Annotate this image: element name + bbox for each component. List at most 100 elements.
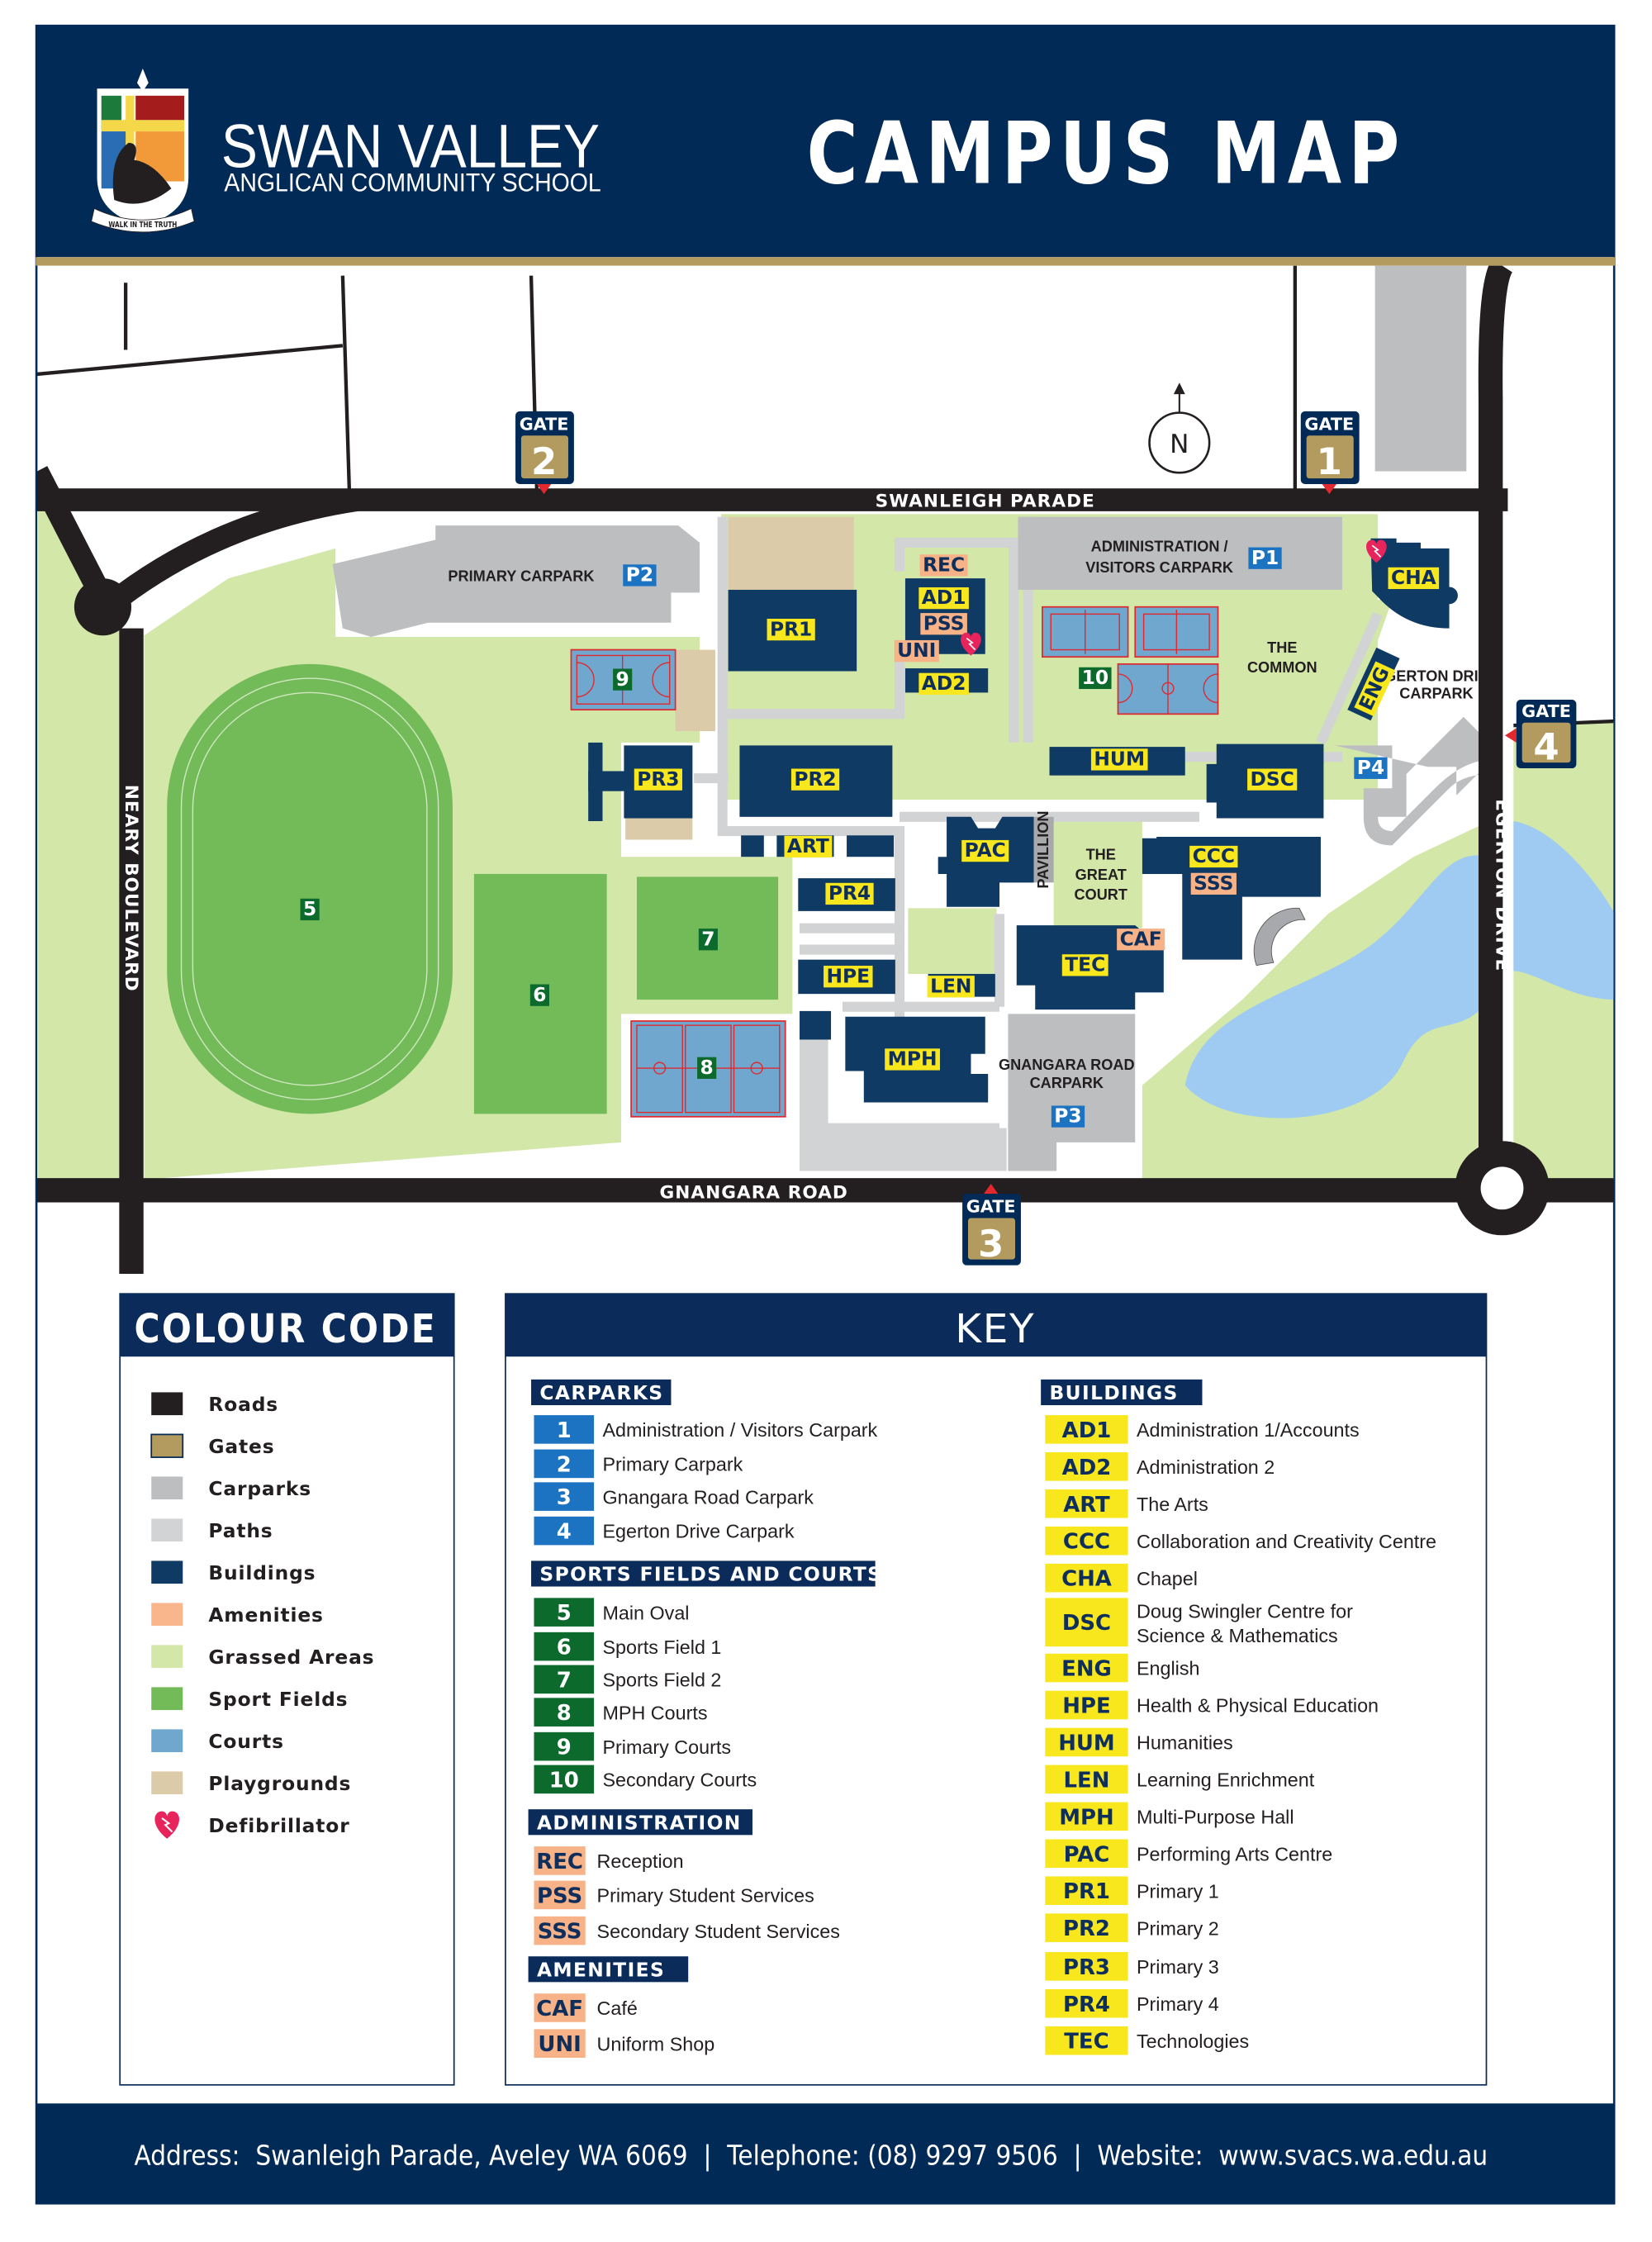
building-tag-len[interactable]: LEN (927, 974, 975, 998)
secondary-courts-10[interactable] (1042, 606, 1219, 715)
colour-code-item: Playgrounds (151, 1771, 350, 1795)
svg-text:7: 7 (701, 927, 714, 950)
key-code-badge (534, 1449, 595, 1479)
key-code-badge (1045, 1653, 1128, 1683)
key-code: SSS (538, 1920, 582, 1945)
svg-text:CAF: CAF (1120, 927, 1162, 950)
building-tag-pr3[interactable]: PR3 (634, 767, 682, 791)
building-tag-ccc[interactable]: CCC (1189, 844, 1238, 868)
svg-text:PR3: PR3 (637, 767, 679, 791)
field-tag-9[interactable]: 9 (613, 667, 633, 691)
gate-1-marker[interactable]: GATE 1 (1300, 411, 1360, 495)
colour-code-item: Courts (151, 1729, 283, 1753)
tag-background (927, 976, 975, 998)
key-code-badge (534, 1846, 586, 1875)
defibrillator-heart-icon (154, 1811, 180, 1839)
amenity-tag-sss[interactable]: SSS (1190, 872, 1237, 895)
svg-text:4: 4 (1533, 725, 1559, 769)
field-tag-10[interactable]: 10 (1079, 666, 1112, 690)
building-tag-tec[interactable]: TEC (1061, 952, 1108, 976)
svg-text:REC: REC (923, 553, 965, 576)
key-code-badge (1045, 1876, 1128, 1906)
key-section-heading: ADMINISTRATION (537, 1811, 742, 1834)
svg-text:HUM: HUM (1094, 748, 1145, 771)
key-code-badge (1045, 1563, 1128, 1593)
svg-text:1: 1 (1317, 439, 1342, 483)
tag-background (613, 668, 633, 691)
key-label: Health & Physical Education (1137, 1695, 1379, 1717)
tag-background (529, 984, 549, 1006)
building-tag-pr2[interactable]: PR2 (790, 767, 840, 791)
colour-code-label: Roads (208, 1393, 278, 1416)
colour-code-item: Defibrillator (154, 1811, 349, 1839)
key-title: KEY (955, 1306, 1035, 1352)
gnangara-carpark-label: GNANGARA ROAD (999, 1057, 1135, 1073)
field-tag-6[interactable]: 6 (529, 983, 549, 1006)
key-label: Administration 1/Accounts (1137, 1419, 1360, 1441)
building-tag-pac[interactable]: PAC (961, 838, 1009, 862)
key-code-badge (534, 1415, 595, 1444)
key-code-badge (1045, 1988, 1128, 2018)
road-label-gnangara-road: GNANGARA ROAD (660, 1182, 848, 1203)
amenity-tag-rec[interactable]: REC (919, 553, 968, 577)
key-code-badge (1045, 1452, 1128, 1481)
carparks (332, 265, 1500, 1171)
key-code-badge (1045, 1839, 1128, 1869)
building-tag-ad1[interactable]: AD1 (919, 586, 969, 610)
colour-swatch (151, 1645, 183, 1669)
key-code-badge (1045, 1415, 1128, 1444)
tag-background (623, 564, 657, 587)
building-tag-cha[interactable]: CHA (1388, 566, 1440, 590)
amenity-tag-caf[interactable]: CAF (1117, 927, 1165, 951)
carpark-tag-p1[interactable]: P1 (1248, 546, 1282, 569)
great-court-label: GREAT (1075, 867, 1127, 883)
carpark-tag-p2[interactable]: P2 (623, 563, 657, 587)
carpark-tag-p4[interactable]: P4 (1354, 756, 1388, 779)
tag-background (1061, 954, 1108, 976)
building-tag-mph[interactable]: MPH (885, 1047, 940, 1071)
key-label: Humanities (1137, 1732, 1233, 1754)
field-tag-5[interactable]: 5 (300, 897, 320, 921)
amenity-tag-uni[interactable]: UNI (894, 639, 939, 663)
crest-motto: WALK IN THE TRUTH (108, 221, 177, 230)
tag-background (1051, 1105, 1085, 1128)
key-label: Sports Field 1 (602, 1636, 721, 1658)
field-tag-7[interactable]: 7 (698, 927, 718, 951)
colour-code-item: Paths (151, 1518, 273, 1542)
colour-swatch (151, 1687, 183, 1711)
key-code: CHA (1061, 1567, 1112, 1592)
building-tag-ad2[interactable]: AD2 (919, 672, 969, 695)
building-tag-pr1[interactable]: PR1 (767, 617, 815, 641)
amenity-tag-pss[interactable]: PSS (920, 611, 967, 635)
field-tag-8[interactable]: 8 (697, 1056, 717, 1079)
key-code: 4 (557, 1520, 572, 1545)
roads: SWANLEIGH PARADE GNANGARA ROAD NEARY BOU… (36, 265, 1614, 1274)
carpark-tag-p3[interactable]: P3 (1051, 1104, 1085, 1128)
amphitheatre (1253, 907, 1306, 967)
tag-background (790, 768, 840, 791)
main-oval-field-5[interactable] (167, 663, 453, 1114)
building-tag-hum[interactable]: HUM (1090, 748, 1148, 771)
colour-code-label: Gates (208, 1435, 274, 1458)
gate-4-marker[interactable]: GATE 4 (1504, 700, 1577, 769)
building-tag-hpe[interactable]: HPE (824, 964, 873, 988)
key-code-badge (1045, 1802, 1128, 1831)
header: WALK IN THE TRUTH SWAN VALLEY ANGLICAN C… (36, 26, 1616, 266)
gate-3-marker[interactable]: GATE 3 (962, 1184, 1021, 1266)
tag-background (767, 619, 815, 641)
colour-code-item: Grassed Areas (151, 1645, 374, 1669)
building-tag-dsc[interactable]: DSC (1247, 767, 1298, 791)
building-tag-pr4[interactable]: PR4 (825, 881, 874, 905)
key-code: REC (536, 1850, 583, 1874)
colour-swatch (151, 1392, 183, 1416)
gate-2-marker[interactable]: GATE 2 (515, 411, 574, 495)
building-tag-art[interactable]: ART (784, 834, 833, 858)
lake (1184, 855, 1489, 1119)
